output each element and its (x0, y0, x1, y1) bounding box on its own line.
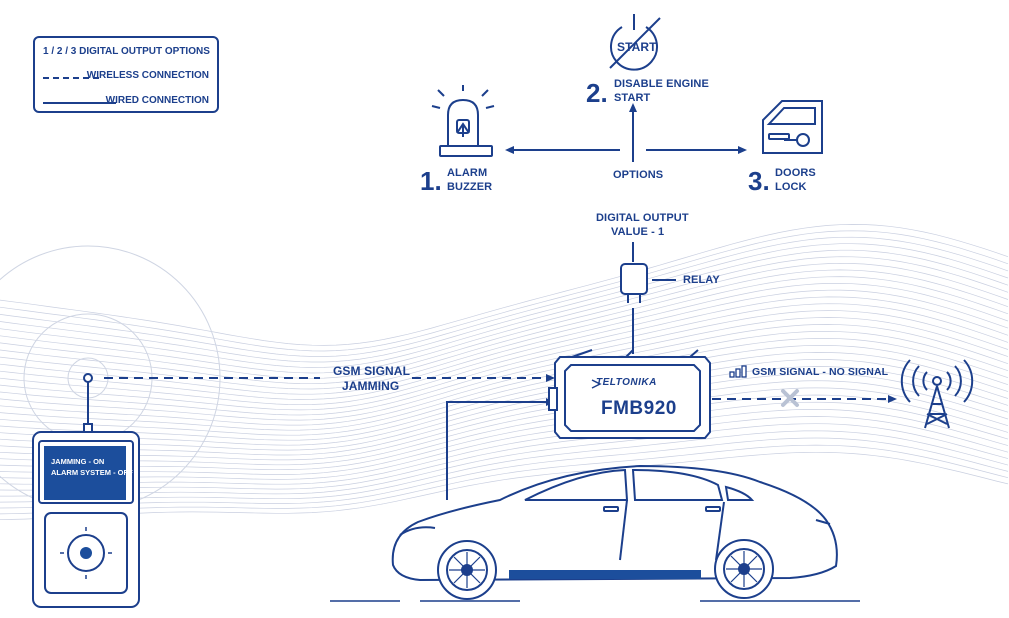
power-start-icon (609, 14, 661, 71)
wave-line (0, 451, 1009, 521)
wave-line (0, 283, 1009, 395)
wave-line (0, 296, 1009, 406)
legend-dashed-line (43, 77, 99, 79)
option-doors-line1: DOORS (775, 167, 816, 179)
option-alarm-number: 1. (420, 166, 442, 196)
cell-tower-icon (900, 359, 974, 429)
relay-label: RELAY (683, 274, 720, 286)
wave-line (0, 345, 1009, 441)
jamming-line1: GSM SIGNAL (333, 364, 411, 378)
wave-line (0, 408, 1009, 485)
jammer-screen: JAMMING - ON ALARM SYSTEM - OFF (44, 446, 133, 500)
wave-line (0, 276, 1009, 390)
wave-line (0, 394, 1009, 475)
option-engine-number: 2. (586, 78, 608, 108)
wave-line (0, 366, 1009, 456)
option-doors-number: 3. (748, 166, 770, 196)
wave-line (0, 262, 1009, 379)
wave-line (0, 256, 1009, 374)
wave-line (0, 324, 1009, 426)
wave-line (0, 249, 1009, 368)
car-door-key-icon (762, 100, 823, 154)
digital-output-line2: VALUE - 1 (611, 226, 665, 238)
wave-line (0, 423, 1009, 497)
wave-line (0, 310, 1009, 416)
jammer-screen-line1: JAMMING - ON (51, 457, 105, 466)
wave-line (0, 317, 1009, 421)
legend-wired-label: WIRED CONNECTION (105, 95, 209, 106)
tracker-model: FMB920 (601, 398, 677, 419)
wave-line (0, 359, 1009, 451)
connectors (104, 110, 890, 500)
no-signal-cross-icon (781, 389, 799, 407)
wave-line (0, 444, 1009, 515)
wave-line (0, 338, 1009, 436)
tracker-brand: TELTONIKA (596, 377, 657, 388)
legend-options-row: 1 / 2 / 3 DIGITAL OUTPUT OPTIONS (43, 45, 210, 61)
option-alarm-line2: BUZZER (447, 181, 493, 193)
no-signal-label: GSM SIGNAL - NO SIGNAL (752, 366, 889, 378)
options-label: OPTIONS (613, 169, 664, 181)
signal-bars-icon (729, 365, 747, 378)
legend-wireless-row: WIRELESS CONNECTION (43, 69, 209, 85)
wave-line (0, 303, 1009, 411)
wave-line (0, 289, 1009, 400)
wave-line (0, 331, 1009, 431)
wave-line (0, 269, 1009, 385)
wave-line (0, 437, 1009, 509)
digital-output-line1: DIGITAL OUTPUT (596, 212, 689, 224)
legend-wireless-label: WIRELESS CONNECTION (86, 70, 209, 81)
wire-car-to-tracker (446, 401, 548, 500)
car-icon (391, 464, 838, 600)
relay-icon (620, 263, 676, 303)
wave-line (0, 401, 1009, 480)
option-engine-line1: DISABLE ENGINE (614, 78, 709, 90)
wave-line (0, 224, 1009, 346)
legend: 1 / 2 / 3 DIGITAL OUTPUT OPTIONS WIRELES… (33, 36, 219, 113)
jammer-screen-line2: ALARM SYSTEM - OFF (51, 468, 133, 477)
tracker-device (548, 349, 711, 439)
siren-icon (431, 85, 495, 157)
wave-line (0, 380, 1009, 466)
background-waves (0, 224, 1009, 521)
jamming-line2: JAMMING (342, 379, 400, 393)
option-engine-line2: START (614, 92, 651, 104)
option-alarm-line1: ALARM (447, 167, 488, 179)
legend-options-label: 1 / 2 / 3 DIGITAL OUTPUT OPTIONS (43, 46, 210, 57)
engine-icon-text: START (617, 40, 657, 54)
wave-line (0, 387, 1009, 471)
wave-line (0, 230, 1009, 352)
wave-line (0, 243, 1009, 363)
legend-wired-row: WIRED CONNECTION (43, 94, 209, 110)
wave-line (0, 236, 1009, 357)
legend-solid-line (43, 102, 116, 104)
wave-line (0, 416, 1009, 491)
wave-line (0, 373, 1009, 461)
option-doors-line2: LOCK (775, 181, 807, 193)
wave-line (0, 430, 1009, 503)
